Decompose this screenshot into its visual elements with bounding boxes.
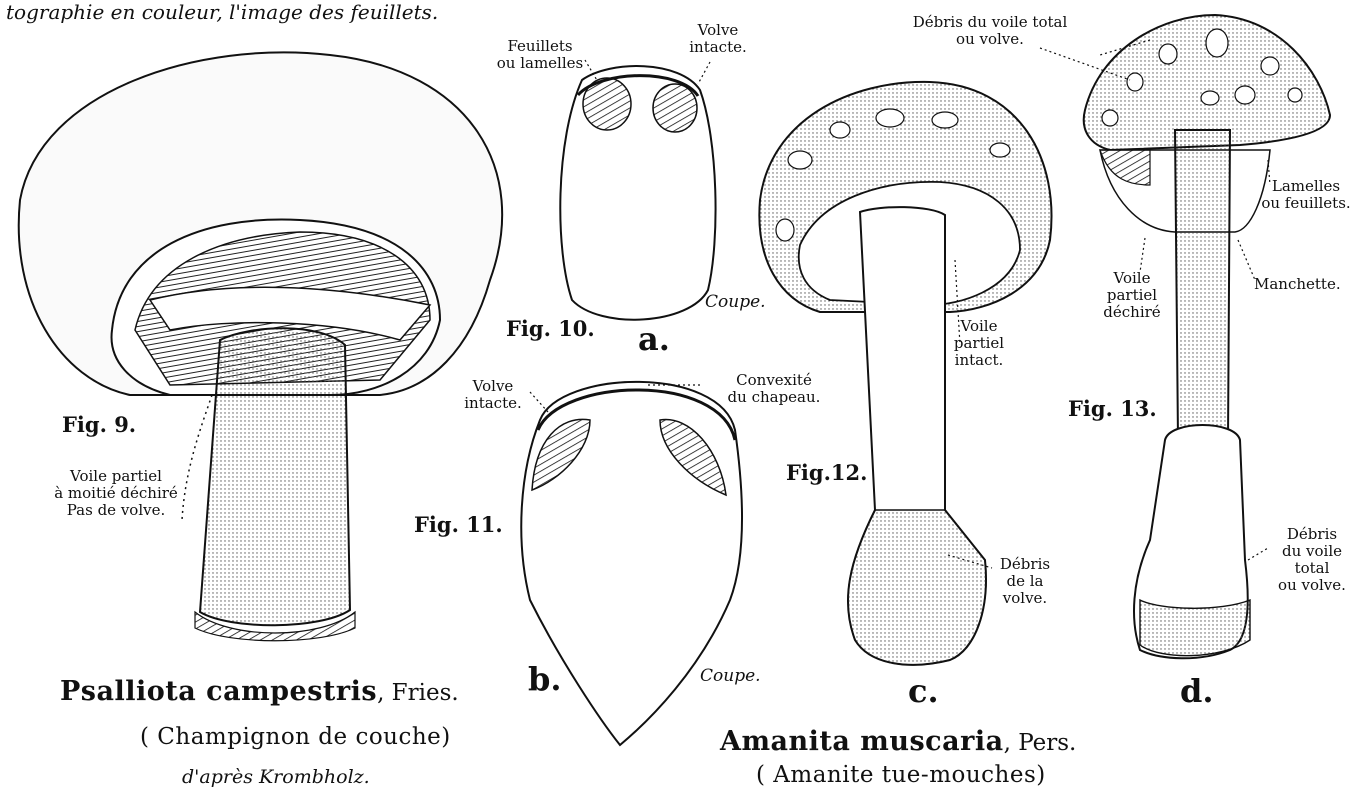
fig10-section [560, 60, 715, 320]
species-title-left: Psalliota campestris, Fries. [60, 676, 459, 707]
fig9-note: Voile partiel à moitié déchiré Pas de vo… [26, 468, 206, 519]
species-title-right: Amanita muscaria, Pers. [720, 726, 1076, 757]
common-name-left: ( Champignon de couche) [140, 724, 451, 750]
fig12-letter: c. [908, 672, 939, 710]
fig11-convexite-label: Convexité du chapeau. [714, 372, 834, 406]
fig11-coupe: Coupe. [700, 666, 761, 686]
species-author-left: , Fries. [377, 680, 459, 706]
species-name-left: Psalliota campestris [60, 676, 377, 707]
fig13-voile-dechire-label: Voile partiel déchiré [1092, 270, 1172, 321]
fig10-label: Fig. 10. [506, 316, 595, 341]
fig9-mushroom [19, 52, 502, 640]
top-caption: tographie en couleur, l'image des feuill… [6, 0, 438, 24]
fig13-lamelles-label: Lamelles ou feuillets. [1250, 178, 1362, 212]
fig12-voile-label: Voile partiel intact. [944, 318, 1014, 369]
fig13-debris-label: Débris du voile total ou volve. [1262, 526, 1362, 594]
fig13-manchette-label: Manchette. [1254, 276, 1341, 293]
fig11-volve-label: Volve intacte. [450, 378, 536, 412]
fig13-letter: d. [1180, 672, 1214, 710]
fig12-label: Fig.12. [786, 460, 867, 485]
fig10-volve-label: Volve intacte. [678, 22, 758, 56]
fig10-feuillets-label: Feuillets ou lamelles [490, 38, 590, 72]
species-author-right: , Pers. [1004, 730, 1077, 756]
fig9-label: Fig. 9. [62, 412, 136, 437]
fig12-debris-volve-label: Débris de la volve. [990, 556, 1060, 607]
debris-voile-total-label: Débris du voile total ou volve. [900, 14, 1080, 48]
fig11-label: Fig. 11. [414, 512, 503, 537]
credit-left: d'après Krombholz. [182, 766, 370, 788]
fig10-coupe: Coupe. [705, 292, 766, 312]
fig10-letter: a. [638, 320, 670, 358]
species-name-right: Amanita muscaria [720, 726, 1004, 757]
fig13-label: Fig. 13. [1068, 396, 1157, 421]
common-name-right: ( Amanite tue-mouches) [756, 762, 1046, 788]
fig11-letter: b. [528, 660, 562, 698]
